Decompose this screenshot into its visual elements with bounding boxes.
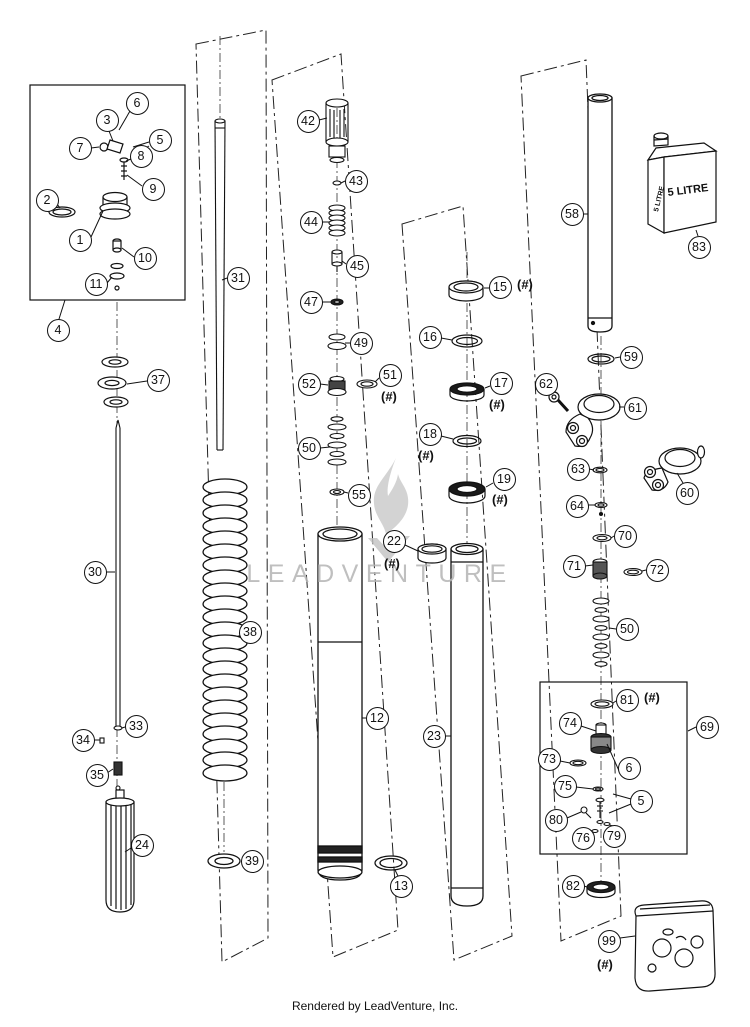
part-oil-can-83: 5 LITRE 5 LITRE	[646, 132, 718, 235]
callout-42[interactable]: 42	[296, 109, 320, 133]
callout-13[interactable]: 13	[389, 874, 413, 898]
callout-83[interactable]: 83	[687, 235, 711, 259]
oil-can-front-label: 5 LITRE	[667, 182, 709, 199]
callout-69[interactable]: 69	[695, 715, 719, 739]
callout-5[interactable]: 5	[629, 789, 653, 813]
callout-15-suffix: (#)	[517, 277, 533, 292]
callout-74[interactable]: 74	[558, 711, 582, 735]
callout-17-suffix: (#)	[489, 397, 505, 412]
callout-22-suffix: (#)	[384, 556, 400, 571]
callout-19-suffix: (#)	[492, 492, 508, 507]
callout-43[interactable]: 43	[344, 169, 368, 193]
callout-6[interactable]: 6	[125, 91, 149, 115]
callout-34[interactable]: 34	[71, 728, 95, 752]
callout-73[interactable]: 73	[537, 747, 561, 771]
callout-61[interactable]: 61	[623, 396, 647, 420]
callout-5[interactable]: 5	[148, 128, 172, 152]
callout-44[interactable]: 44	[299, 210, 323, 234]
callout-7[interactable]: 7	[68, 136, 92, 160]
callout-18[interactable]: 18	[418, 422, 442, 446]
part-washers-37	[97, 356, 129, 408]
callout-37[interactable]: 37	[146, 368, 170, 392]
part-clamp-60	[643, 445, 706, 492]
part-group-seals	[448, 280, 486, 504]
callout-49[interactable]: 49	[349, 331, 373, 355]
part-tube-58	[587, 93, 613, 333]
part-bag-99	[634, 900, 716, 992]
part-rod-30	[99, 419, 123, 791]
callout-75[interactable]: 75	[553, 774, 577, 798]
callout-52[interactable]: 52	[297, 372, 321, 396]
part-fork-lower-24	[105, 789, 135, 913]
callout-64[interactable]: 64	[565, 494, 589, 518]
callout-71[interactable]: 71	[562, 554, 586, 578]
part-oring-59	[587, 353, 615, 365]
callout-6[interactable]: 6	[617, 756, 641, 780]
callout-8[interactable]: 8	[129, 144, 153, 168]
callout-63[interactable]: 63	[566, 457, 590, 481]
callout-62[interactable]: 62	[534, 372, 558, 396]
callout-11[interactable]: 11	[84, 272, 108, 296]
callout-2[interactable]: 2	[35, 188, 59, 212]
part-seal-82	[586, 880, 616, 899]
callout-51-suffix: (#)	[381, 389, 397, 404]
callout-10[interactable]: 10	[133, 246, 157, 270]
callout-82[interactable]: 82	[561, 874, 585, 898]
part-ring-39	[207, 853, 241, 869]
part-tube-23	[450, 542, 484, 907]
part-tube-12	[317, 526, 363, 881]
callout-16[interactable]: 16	[418, 325, 442, 349]
callout-33[interactable]: 33	[124, 714, 148, 738]
callout-58[interactable]: 58	[560, 202, 584, 226]
callout-45[interactable]: 45	[345, 254, 369, 278]
callout-38[interactable]: 38	[238, 620, 262, 644]
callout-22[interactable]: 22	[382, 529, 406, 553]
callout-19[interactable]: 19	[492, 467, 516, 491]
part-group-col5-small	[592, 466, 643, 667]
detail-boxes	[29, 84, 688, 855]
watermark-text: LEADVENTURE	[246, 560, 514, 588]
callout-35[interactable]: 35	[85, 763, 109, 787]
footer-credit: Rendered by LeadVenture, Inc.	[291, 999, 459, 1013]
callout-51[interactable]: 51	[378, 363, 402, 387]
callout-76[interactable]: 76	[571, 826, 595, 850]
callout-50[interactable]: 50	[297, 436, 321, 460]
part-pushrod-31	[214, 118, 226, 451]
callout-23[interactable]: 23	[422, 724, 446, 748]
callout-31[interactable]: 31	[226, 266, 250, 290]
callout-12[interactable]: 12	[365, 706, 389, 730]
callout-24[interactable]: 24	[130, 833, 154, 857]
callout-3[interactable]: 3	[95, 108, 119, 132]
callout-15[interactable]: 15	[488, 275, 512, 299]
callout-18-suffix: (#)	[418, 448, 434, 463]
callout-99[interactable]: 99	[597, 929, 621, 953]
callout-59[interactable]: 59	[619, 345, 643, 369]
callout-9[interactable]: 9	[141, 177, 165, 201]
callout-99-suffix: (#)	[597, 957, 613, 972]
callout-70[interactable]: 70	[613, 524, 637, 548]
callout-79[interactable]: 79	[602, 824, 626, 848]
callout-81-suffix: (#)	[644, 690, 660, 705]
callout-47[interactable]: 47	[299, 290, 323, 314]
part-oring-13	[374, 855, 408, 871]
callout-30[interactable]: 30	[83, 560, 107, 584]
part-bushing-22	[417, 543, 447, 564]
callout-60[interactable]: 60	[675, 481, 699, 505]
callout-81[interactable]: 81	[615, 688, 639, 712]
callout-17[interactable]: 17	[489, 371, 513, 395]
callout-39[interactable]: 39	[240, 849, 264, 873]
part-group-cartridge-internals	[325, 98, 378, 496]
callout-72[interactable]: 72	[645, 558, 669, 582]
part-group-adjuster	[48, 139, 131, 291]
callout-4[interactable]: 4	[46, 318, 70, 342]
callout-80[interactable]: 80	[544, 808, 568, 832]
part-clamp-61	[565, 393, 621, 448]
part-group-rebound	[569, 699, 614, 834]
callout-55[interactable]: 55	[347, 483, 371, 507]
callout-50[interactable]: 50	[615, 617, 639, 641]
callout-1[interactable]: 1	[68, 228, 92, 252]
